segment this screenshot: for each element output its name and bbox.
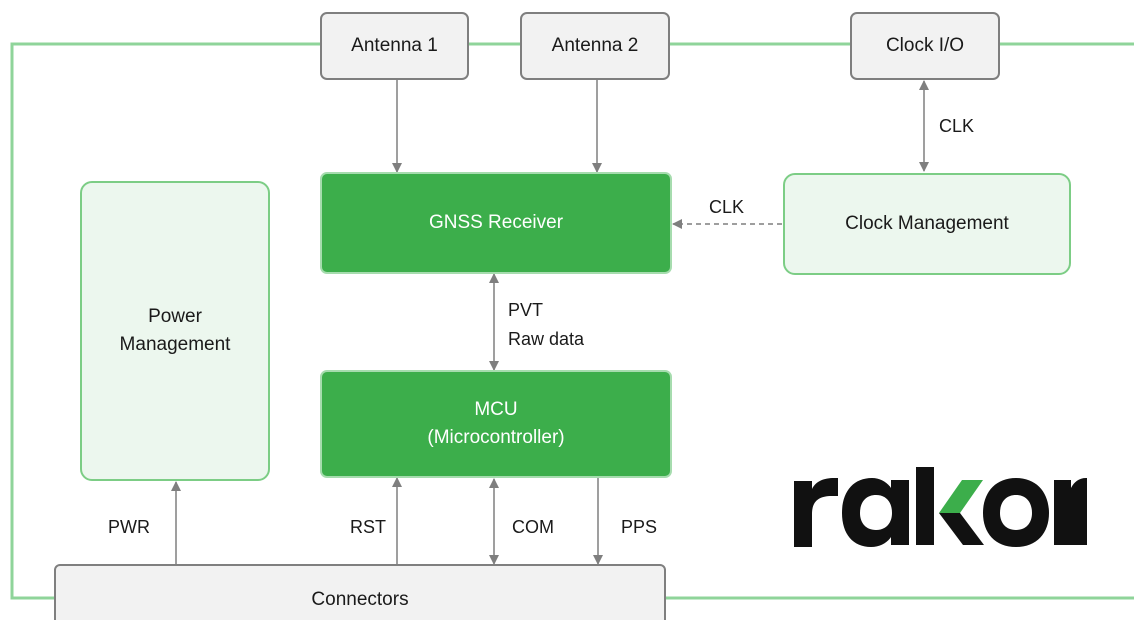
power-management-block: Power Management: [80, 181, 270, 481]
clk-horizontal-label: CLK: [709, 197, 745, 217]
clock-io-label: Clock I/O: [885, 35, 965, 56]
pvt-label: PVT: [508, 300, 544, 320]
clock-management-label: Clock Management: [845, 213, 1009, 234]
mcu-block: MCU (Microcontroller): [320, 370, 672, 478]
mcu-line1: MCU: [474, 399, 518, 420]
com-label: COM: [512, 517, 554, 537]
rakon-logo: [794, 467, 1087, 547]
antenna2-label: Antenna 2: [551, 35, 639, 56]
clock-management-block: Clock Management: [783, 173, 1071, 275]
gnss-receiver-block: GNSS Receiver: [320, 172, 672, 274]
pwr-label: PWR: [108, 517, 150, 537]
gnss-receiver-label: GNSS Receiver: [428, 212, 564, 233]
raw-data-label: Raw data: [508, 329, 585, 349]
mcu-line2: (Microcontroller): [427, 427, 565, 448]
rst-label: RST: [350, 517, 386, 537]
power-management-line2: Management: [119, 334, 231, 355]
antenna2-block: Antenna 2: [520, 12, 670, 80]
connectors-label: Connectors: [311, 589, 409, 610]
clk-vertical-label: CLK: [939, 116, 975, 136]
connectors-block: Connectors: [54, 564, 666, 620]
antenna1-label: Antenna 1: [351, 35, 438, 56]
antenna1-block: Antenna 1: [320, 12, 469, 80]
clock-io-block: Clock I/O: [850, 12, 1000, 80]
pps-label: PPS: [621, 517, 658, 537]
power-management-line1: Power: [148, 306, 202, 327]
